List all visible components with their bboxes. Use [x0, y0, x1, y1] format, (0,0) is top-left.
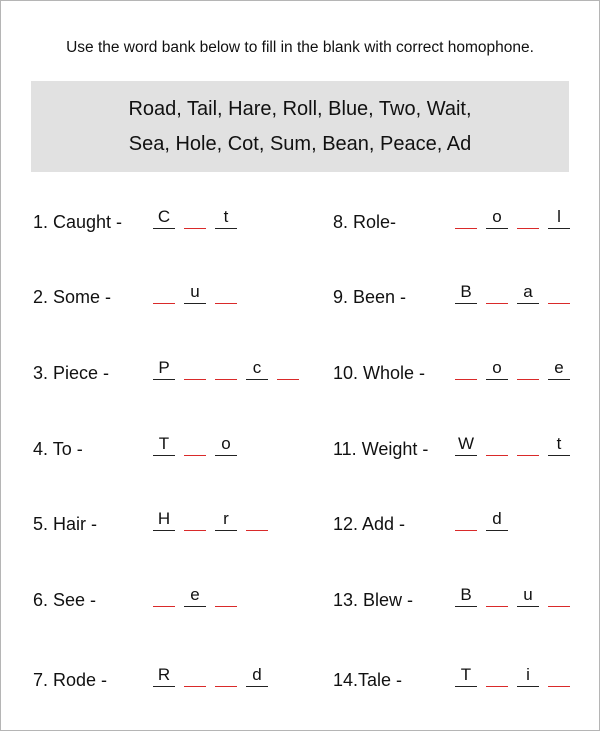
given-letter-blank: o — [215, 435, 237, 456]
exercise-label: 9. Been - — [333, 287, 407, 307]
given-letter-blank: r — [215, 510, 237, 531]
missing-letter-blank[interactable] — [455, 510, 477, 531]
word-bank-line-2: Sea, Hole, Cot, Sum, Bean, Peace, Ad — [128, 133, 472, 155]
given-letter-blank: C — [153, 208, 175, 229]
exercise-label: 8. Role- — [333, 212, 397, 232]
missing-letter-blank[interactable] — [548, 283, 570, 304]
given-letter-blank: l — [548, 208, 570, 229]
missing-letter-blank[interactable] — [486, 586, 508, 607]
exercise-label: 10. Whole - — [333, 363, 426, 383]
missing-letter-blank[interactable] — [455, 208, 477, 229]
missing-letter-blank[interactable] — [517, 435, 539, 456]
exercise-label: 5. Hair - — [33, 514, 98, 534]
missing-letter-blank[interactable] — [184, 208, 206, 229]
exercise-label: 6. See - — [33, 590, 97, 610]
exercise-label: 14.Tale - — [333, 670, 403, 690]
exercise-label: 13. Blew - — [333, 590, 414, 610]
given-letter-blank: i — [517, 666, 539, 687]
missing-letter-blank[interactable] — [548, 586, 570, 607]
given-letter-blank: u — [184, 283, 206, 304]
given-letter-blank: d — [246, 666, 268, 687]
exercise-item: 6. See - e — [33, 583, 313, 611]
missing-letter-blank[interactable] — [548, 666, 570, 687]
given-letter-blank: W — [455, 435, 477, 456]
exercise-label: 3. Piece - — [33, 363, 110, 383]
missing-letter-blank[interactable] — [184, 435, 206, 456]
missing-letter-blank[interactable] — [277, 359, 299, 380]
missing-letter-blank[interactable] — [215, 666, 237, 687]
given-letter-blank: T — [153, 435, 175, 456]
given-letter-blank: B — [455, 586, 477, 607]
word-bank-line-1: Road, Tail, Hare, Roll, Blue, Two, Wait, — [128, 98, 472, 120]
exercise-item: 2. Some - u — [33, 280, 313, 308]
given-letter-blank: T — [455, 666, 477, 687]
exercise-label: 7. Rode - — [33, 670, 108, 690]
given-letter-blank: e — [184, 586, 206, 607]
given-letter-blank: t — [548, 435, 570, 456]
missing-letter-blank[interactable] — [153, 283, 175, 304]
exercise-label: 4. To - — [33, 439, 83, 459]
missing-letter-blank[interactable] — [215, 283, 237, 304]
given-letter-blank: u — [517, 586, 539, 607]
given-letter-blank: a — [517, 283, 539, 304]
given-letter-blank: H — [153, 510, 175, 531]
answer-blanks: d — [455, 510, 508, 531]
given-letter-blank: P — [153, 359, 175, 380]
missing-letter-blank[interactable] — [517, 359, 539, 380]
given-letter-blank: B — [455, 283, 477, 304]
given-letter-blank: e — [548, 359, 570, 380]
answer-blanks: e — [153, 586, 237, 607]
missing-letter-blank[interactable] — [455, 359, 477, 380]
missing-letter-blank[interactable] — [153, 586, 175, 607]
given-letter-blank: t — [215, 208, 237, 229]
given-letter-blank: o — [486, 208, 508, 229]
instructions: Use the word bank below to fill in the b… — [66, 39, 534, 56]
missing-letter-blank[interactable] — [215, 586, 237, 607]
exercise-label: 2. Some - — [33, 287, 112, 307]
given-letter-blank: d — [486, 510, 508, 531]
missing-letter-blank[interactable] — [184, 510, 206, 531]
missing-letter-blank[interactable] — [246, 510, 268, 531]
missing-letter-blank[interactable] — [184, 359, 206, 380]
exercise-label: 1. Caught - — [33, 212, 123, 232]
word-bank: Road, Tail, Hare, Roll, Blue, Two, Wait,… — [31, 81, 569, 172]
missing-letter-blank[interactable] — [184, 666, 206, 687]
missing-letter-blank[interactable] — [517, 208, 539, 229]
given-letter-blank: R — [153, 666, 175, 687]
answer-blanks: u — [153, 283, 237, 304]
exercise-item: 12. Add - d — [333, 507, 593, 535]
missing-letter-blank[interactable] — [486, 666, 508, 687]
missing-letter-blank[interactable] — [486, 435, 508, 456]
exercise-label: 11. Weight - — [333, 439, 429, 459]
exercise-label: 12. Add - — [333, 514, 406, 534]
given-letter-blank: o — [486, 359, 508, 380]
missing-letter-blank[interactable] — [486, 283, 508, 304]
given-letter-blank: c — [246, 359, 268, 380]
missing-letter-blank[interactable] — [215, 359, 237, 380]
